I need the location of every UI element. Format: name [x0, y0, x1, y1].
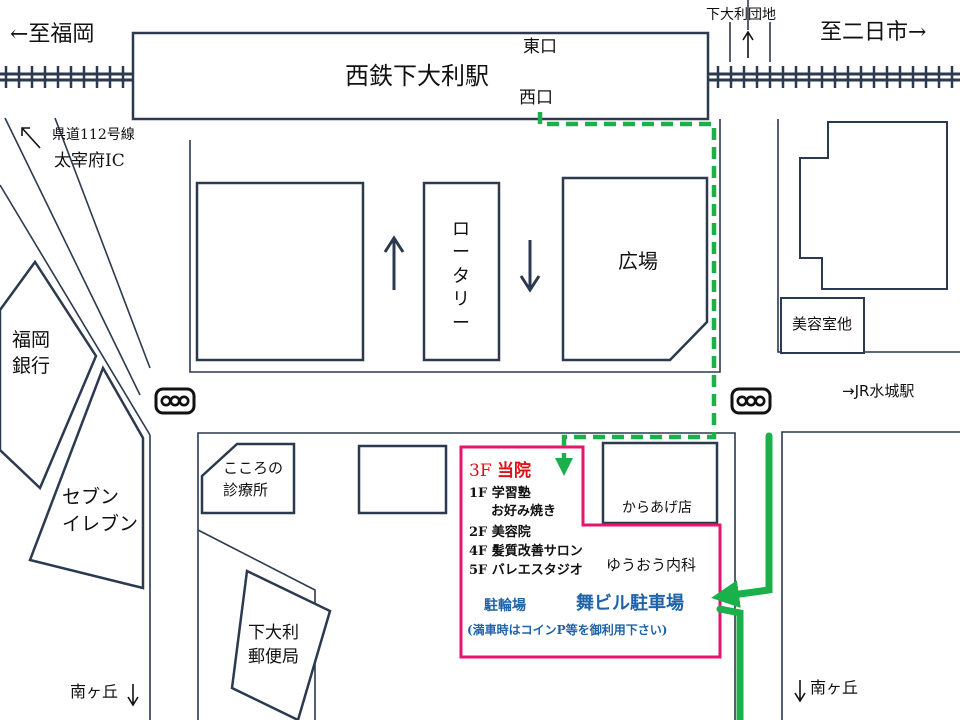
kokoro-clinic-block [200, 442, 296, 515]
label-jr-mizuki: →JR水城駅 [842, 382, 915, 400]
parking-note: (満車時はコインP等を御利用下さい) [467, 623, 668, 637]
post-office-label-1: 下大利 [248, 623, 299, 643]
rotary-label: ロータリー [452, 219, 470, 334]
seven-eleven-label-2: イレブン [62, 513, 139, 535]
plaza-label: 広場 [618, 249, 658, 273]
plaza-block [561, 176, 709, 362]
floor-5-label: 5F バレエスタジオ [469, 563, 583, 578]
floor-1b-label: お好み焼き [491, 504, 557, 519]
station-west-exit: 西口 [519, 88, 553, 108]
label-dazaifu-ic: 太宰府IC [54, 151, 125, 171]
bicycle-parking-label: 駐輪場 [484, 598, 526, 614]
floor-1-label: 1F 学習塾 [469, 486, 531, 501]
label-minamigaoka-right: 南ヶ丘 [810, 678, 859, 697]
up-arrow-icon [383, 235, 405, 290]
seven-eleven-block [28, 365, 145, 590]
clinic-outline [459, 445, 722, 659]
bank-label-2: 銀行 [12, 355, 51, 377]
floor-2-label: 2F 美容院 [469, 525, 531, 540]
traffic-signal-icon [154, 387, 196, 415]
car-route-out [716, 605, 744, 720]
clinic-floor: 3F [469, 461, 492, 481]
direction-to-futsukaichi: 至二日市→ [820, 20, 927, 45]
label-shimoori-danchi: 下大利団地 [706, 7, 776, 23]
floor-4-label: 4F 髪質改善サロン [469, 544, 583, 559]
clinic-name: 当院 [497, 461, 532, 481]
kokoro-clinic-label-1: こころの [223, 459, 284, 477]
karaage-label: からあげ店 [622, 500, 692, 516]
direction-arrows [21, 30, 806, 707]
right-top-building [799, 121, 948, 290]
traffic-signal-icon [730, 387, 772, 415]
karaage-block [601, 441, 719, 525]
clinic-title: 3F 当院 [469, 461, 532, 482]
beauty-salon-block [780, 297, 865, 354]
small-building [357, 444, 448, 515]
down-arrow-icon [519, 240, 541, 293]
neighbor-clinic-label: ゆうおう内科 [606, 556, 697, 574]
label-minamigaoka-left: 南ヶ丘 [70, 682, 119, 701]
car-route-in [711, 432, 773, 608]
direction-to-fukuoka: ←至福岡 [10, 22, 95, 47]
station-name: 西鉄下大利駅 [345, 62, 489, 90]
seven-eleven-label-1: セブン [62, 486, 120, 508]
car-parking-label: 舞ビル駐車場 [576, 593, 684, 614]
station-east-exit: 東口 [523, 37, 557, 57]
walking-route [537, 112, 717, 476]
post-office-label-2: 郵便局 [248, 647, 299, 667]
kokoro-clinic-label-2: 診療所 [223, 481, 269, 499]
beauty-salon-label: 美容室他 [792, 315, 853, 333]
rotary-block [422, 181, 501, 362]
bank-label-1: 福岡 [12, 329, 51, 351]
post-office-block [230, 569, 332, 720]
station-building [131, 31, 710, 121]
building-left [195, 181, 365, 362]
bank-block [0, 259, 98, 491]
label-prefectural-road: 県道112号線 [52, 127, 135, 143]
